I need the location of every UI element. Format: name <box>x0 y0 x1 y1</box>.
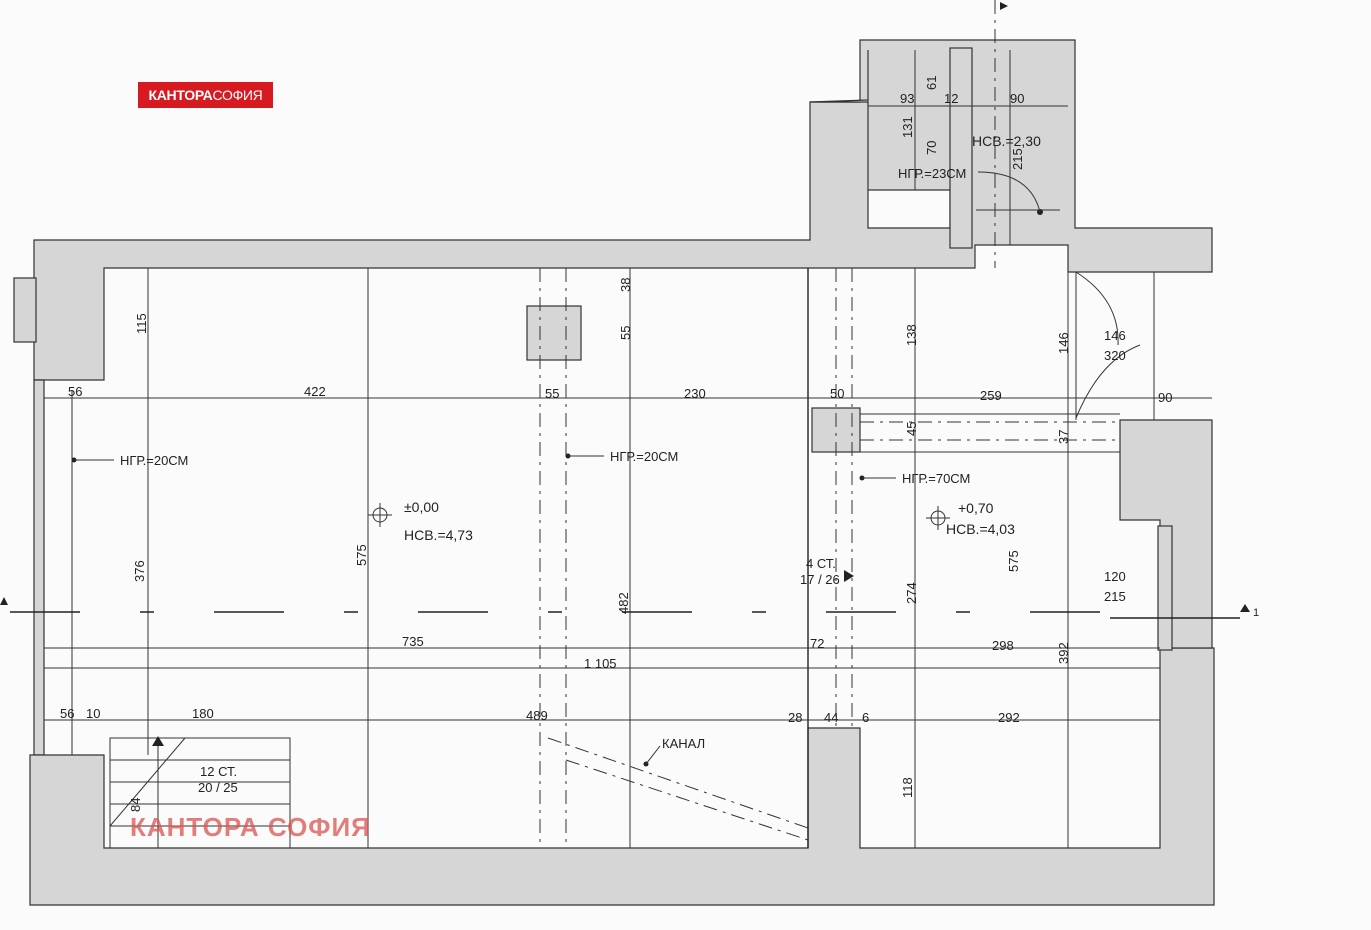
dim-28: 28 <box>788 710 802 725</box>
dim-575-left: 575 <box>354 544 369 566</box>
dim-230: 230 <box>684 386 706 401</box>
dim-575-right: 575 <box>1006 550 1021 572</box>
door-arc-top <box>1075 271 1119 346</box>
logo-part-2: СОФИЯ <box>212 87 263 103</box>
wall-wc-inner <box>809 50 951 229</box>
label-hsv-230: НСВ.=2,30 <box>972 133 1041 149</box>
dim-146-v: 146 <box>1056 332 1071 354</box>
section-arrow-top <box>1000 2 1008 10</box>
dim-274: 274 <box>904 582 919 604</box>
label-stairs-right-size: 17 / 26 <box>800 572 840 587</box>
label-stairs-left-count: 12 СТ. <box>200 764 237 779</box>
dim-1105: 1 105 <box>584 656 617 671</box>
dim-72: 72 <box>810 636 824 651</box>
door-right <box>1075 272 1155 420</box>
stairs-left <box>109 736 291 849</box>
logo-part-1: КАНТОРА <box>148 87 213 103</box>
dim-44: 44 <box>824 710 838 725</box>
dim-93: 93 <box>900 91 914 106</box>
dim-489: 489 <box>526 708 548 723</box>
section-axis <box>0 2 1250 619</box>
dim-735: 735 <box>402 634 424 649</box>
level-markers <box>71 171 1043 767</box>
dim-45: 45 <box>904 422 919 436</box>
annotations: НГР.=20СМ НГР.=20СМ НГР.=70СМ НГР.=23СМ … <box>120 133 1259 795</box>
dim-376: 376 <box>132 560 147 582</box>
label-hgr-20-left: НГР.=20СМ <box>120 453 188 468</box>
dimension-labels: 93 61 12 90 131 70 215 115 38 55 138 146… <box>60 76 1172 812</box>
channel-lines <box>539 0 1120 848</box>
dim-146-h: 146 <box>1104 328 1126 343</box>
dim-422: 422 <box>304 384 326 399</box>
dim-61: 61 <box>924 76 939 90</box>
label-level-0: ±0,00 <box>404 499 439 515</box>
wall-left <box>33 379 45 756</box>
column-1 <box>526 305 582 361</box>
dim-90-top: 90 <box>1010 91 1024 106</box>
label-hgr-20-mid: НГР.=20СМ <box>610 449 678 464</box>
label-kanal: КАНАЛ <box>662 736 705 751</box>
dim-118: 118 <box>900 777 915 798</box>
section-arrow-right <box>1240 604 1250 612</box>
dim-55-h: 55 <box>545 386 559 401</box>
dim-320: 320 <box>1104 348 1126 363</box>
dim-120: 120 <box>1104 569 1126 584</box>
wall-wc-partition <box>949 47 973 249</box>
wall-right-niche <box>1157 525 1173 651</box>
section-marker-label: 1 <box>1253 607 1259 619</box>
wall-left-pier <box>13 277 37 343</box>
dim-90-right: 90 <box>1158 390 1172 405</box>
label-stairs-right-count: 4 СТ. <box>806 556 836 571</box>
dim-180: 180 <box>192 706 214 721</box>
dim-50: 50 <box>830 386 844 401</box>
dim-56-bottom: 56 <box>60 706 74 721</box>
label-hsv-473: НСВ.=4,73 <box>404 527 473 543</box>
label-level-070: +0,70 <box>958 500 994 516</box>
label-stairs-left-size: 20 / 25 <box>198 780 238 795</box>
dim-10: 10 <box>86 706 100 721</box>
dim-292: 292 <box>998 710 1020 725</box>
label-hsv-403: НСВ.=4,03 <box>946 521 1015 537</box>
dim-70: 70 <box>924 141 939 155</box>
walls <box>13 39 1215 906</box>
wall-bottom <box>29 647 1215 906</box>
dim-482: 482 <box>616 592 631 614</box>
dim-37: 37 <box>1056 430 1071 444</box>
watermark: КАНТОРА СОФИЯ <box>130 812 371 842</box>
section-arrow-left <box>0 597 8 605</box>
dim-131: 131 <box>900 116 915 138</box>
label-hgr-70: НГР.=70СМ <box>902 471 970 486</box>
dim-115: 115 <box>134 313 149 334</box>
dim-215-right: 215 <box>1104 589 1126 604</box>
dim-298: 298 <box>992 638 1014 653</box>
brand-logo: КАНТОРАСОФИЯ <box>138 82 273 108</box>
dim-392: 392 <box>1056 642 1071 664</box>
dim-6: 6 <box>862 710 869 725</box>
dim-56-top: 56 <box>68 384 82 399</box>
dim-38: 38 <box>618 278 633 292</box>
dim-84: 84 <box>128 798 143 812</box>
dim-138: 138 <box>904 324 919 346</box>
dim-259: 259 <box>980 388 1002 403</box>
door-arc-bottom <box>1075 344 1141 419</box>
stairs-arrow-icon <box>152 736 164 746</box>
dim-55-v: 55 <box>618 326 633 340</box>
stairs-right-arrow-icon <box>844 570 854 582</box>
dim-12: 12 <box>944 91 958 106</box>
label-hgr-23: НГР.=23СМ <box>898 166 966 181</box>
dimension-lines <box>44 50 1212 848</box>
dim-215-top: 215 <box>1010 148 1025 170</box>
